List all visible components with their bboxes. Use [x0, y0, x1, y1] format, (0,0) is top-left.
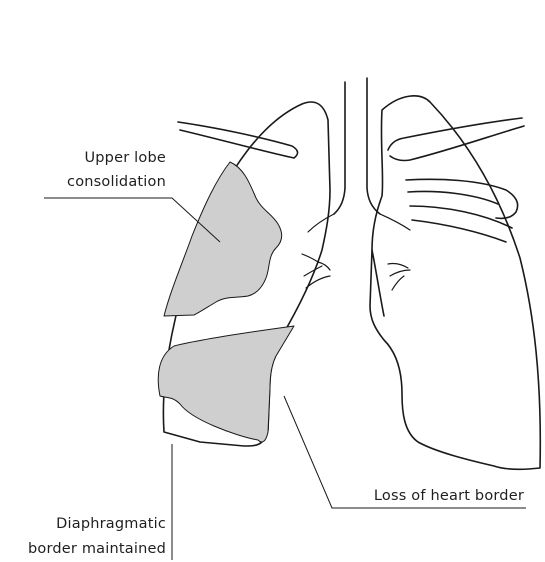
upper-lobe-label-line1: Upper lobe: [84, 150, 166, 166]
left-lung-outline: [370, 96, 540, 469]
left-clavicle: [388, 118, 524, 161]
lower-zone-consolidation: [158, 326, 294, 442]
right-hilar-vessels: [302, 254, 330, 288]
left-ribs: [406, 179, 518, 242]
diaphragm-label-line2: border maintained: [28, 541, 166, 557]
left-hilar-vessels: [388, 264, 410, 291]
heart-border-label: Loss of heart border: [374, 488, 524, 504]
upper-lobe-consolidation: [164, 162, 282, 316]
heart-left-border: [372, 250, 384, 316]
right-clavicle: [178, 122, 298, 158]
diaphragm-label-line1: Diaphragmatic: [56, 516, 166, 532]
upper-lobe-label-line2: consolidation: [67, 174, 166, 190]
